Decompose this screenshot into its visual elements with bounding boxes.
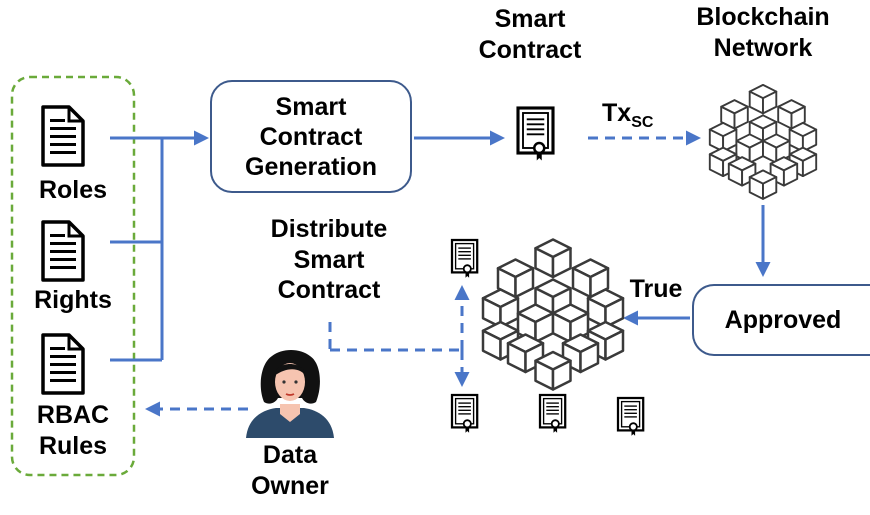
rbac-rules-label: RBAC Rules [36,401,110,460]
data-owner-label: Data Owner [251,441,329,500]
rbac-rules-document-icon [41,333,85,395]
approved-box: Approved [692,284,870,356]
smart-contract-generation-label: Smart Contract Generation [245,92,377,181]
node-certificate-icon [450,238,479,279]
rbac-group-border [10,75,136,477]
node-certificate-icon [616,396,645,437]
smart-contract-certificate-icon [516,106,555,163]
tx-label: TxSC [602,99,654,131]
blockchain-network-icon [710,85,816,199]
node-certificate-icon [450,393,479,434]
smart-contract-generation-box: Smart Contract Generation [210,80,412,193]
distribute-dashed-lines [328,322,462,352]
rights-label: Rights [34,286,112,314]
distribute-smart-contract-label: Distribute Smart Contract [270,215,388,304]
roles-label: Roles [38,176,108,204]
true-label: True [629,275,683,303]
distributed-ledger-icon [483,240,623,390]
roles-document-icon [41,105,85,167]
approved-label: Approved [724,306,842,334]
blockchain-network-label: Blockchain Network [696,3,830,62]
rbac-connector-lines [110,136,164,362]
smart-contract-label: Smart Contract [478,5,582,64]
data-owner-avatar-icon [246,350,334,438]
rights-document-icon [41,220,85,282]
node-certificate-icon [538,393,567,434]
